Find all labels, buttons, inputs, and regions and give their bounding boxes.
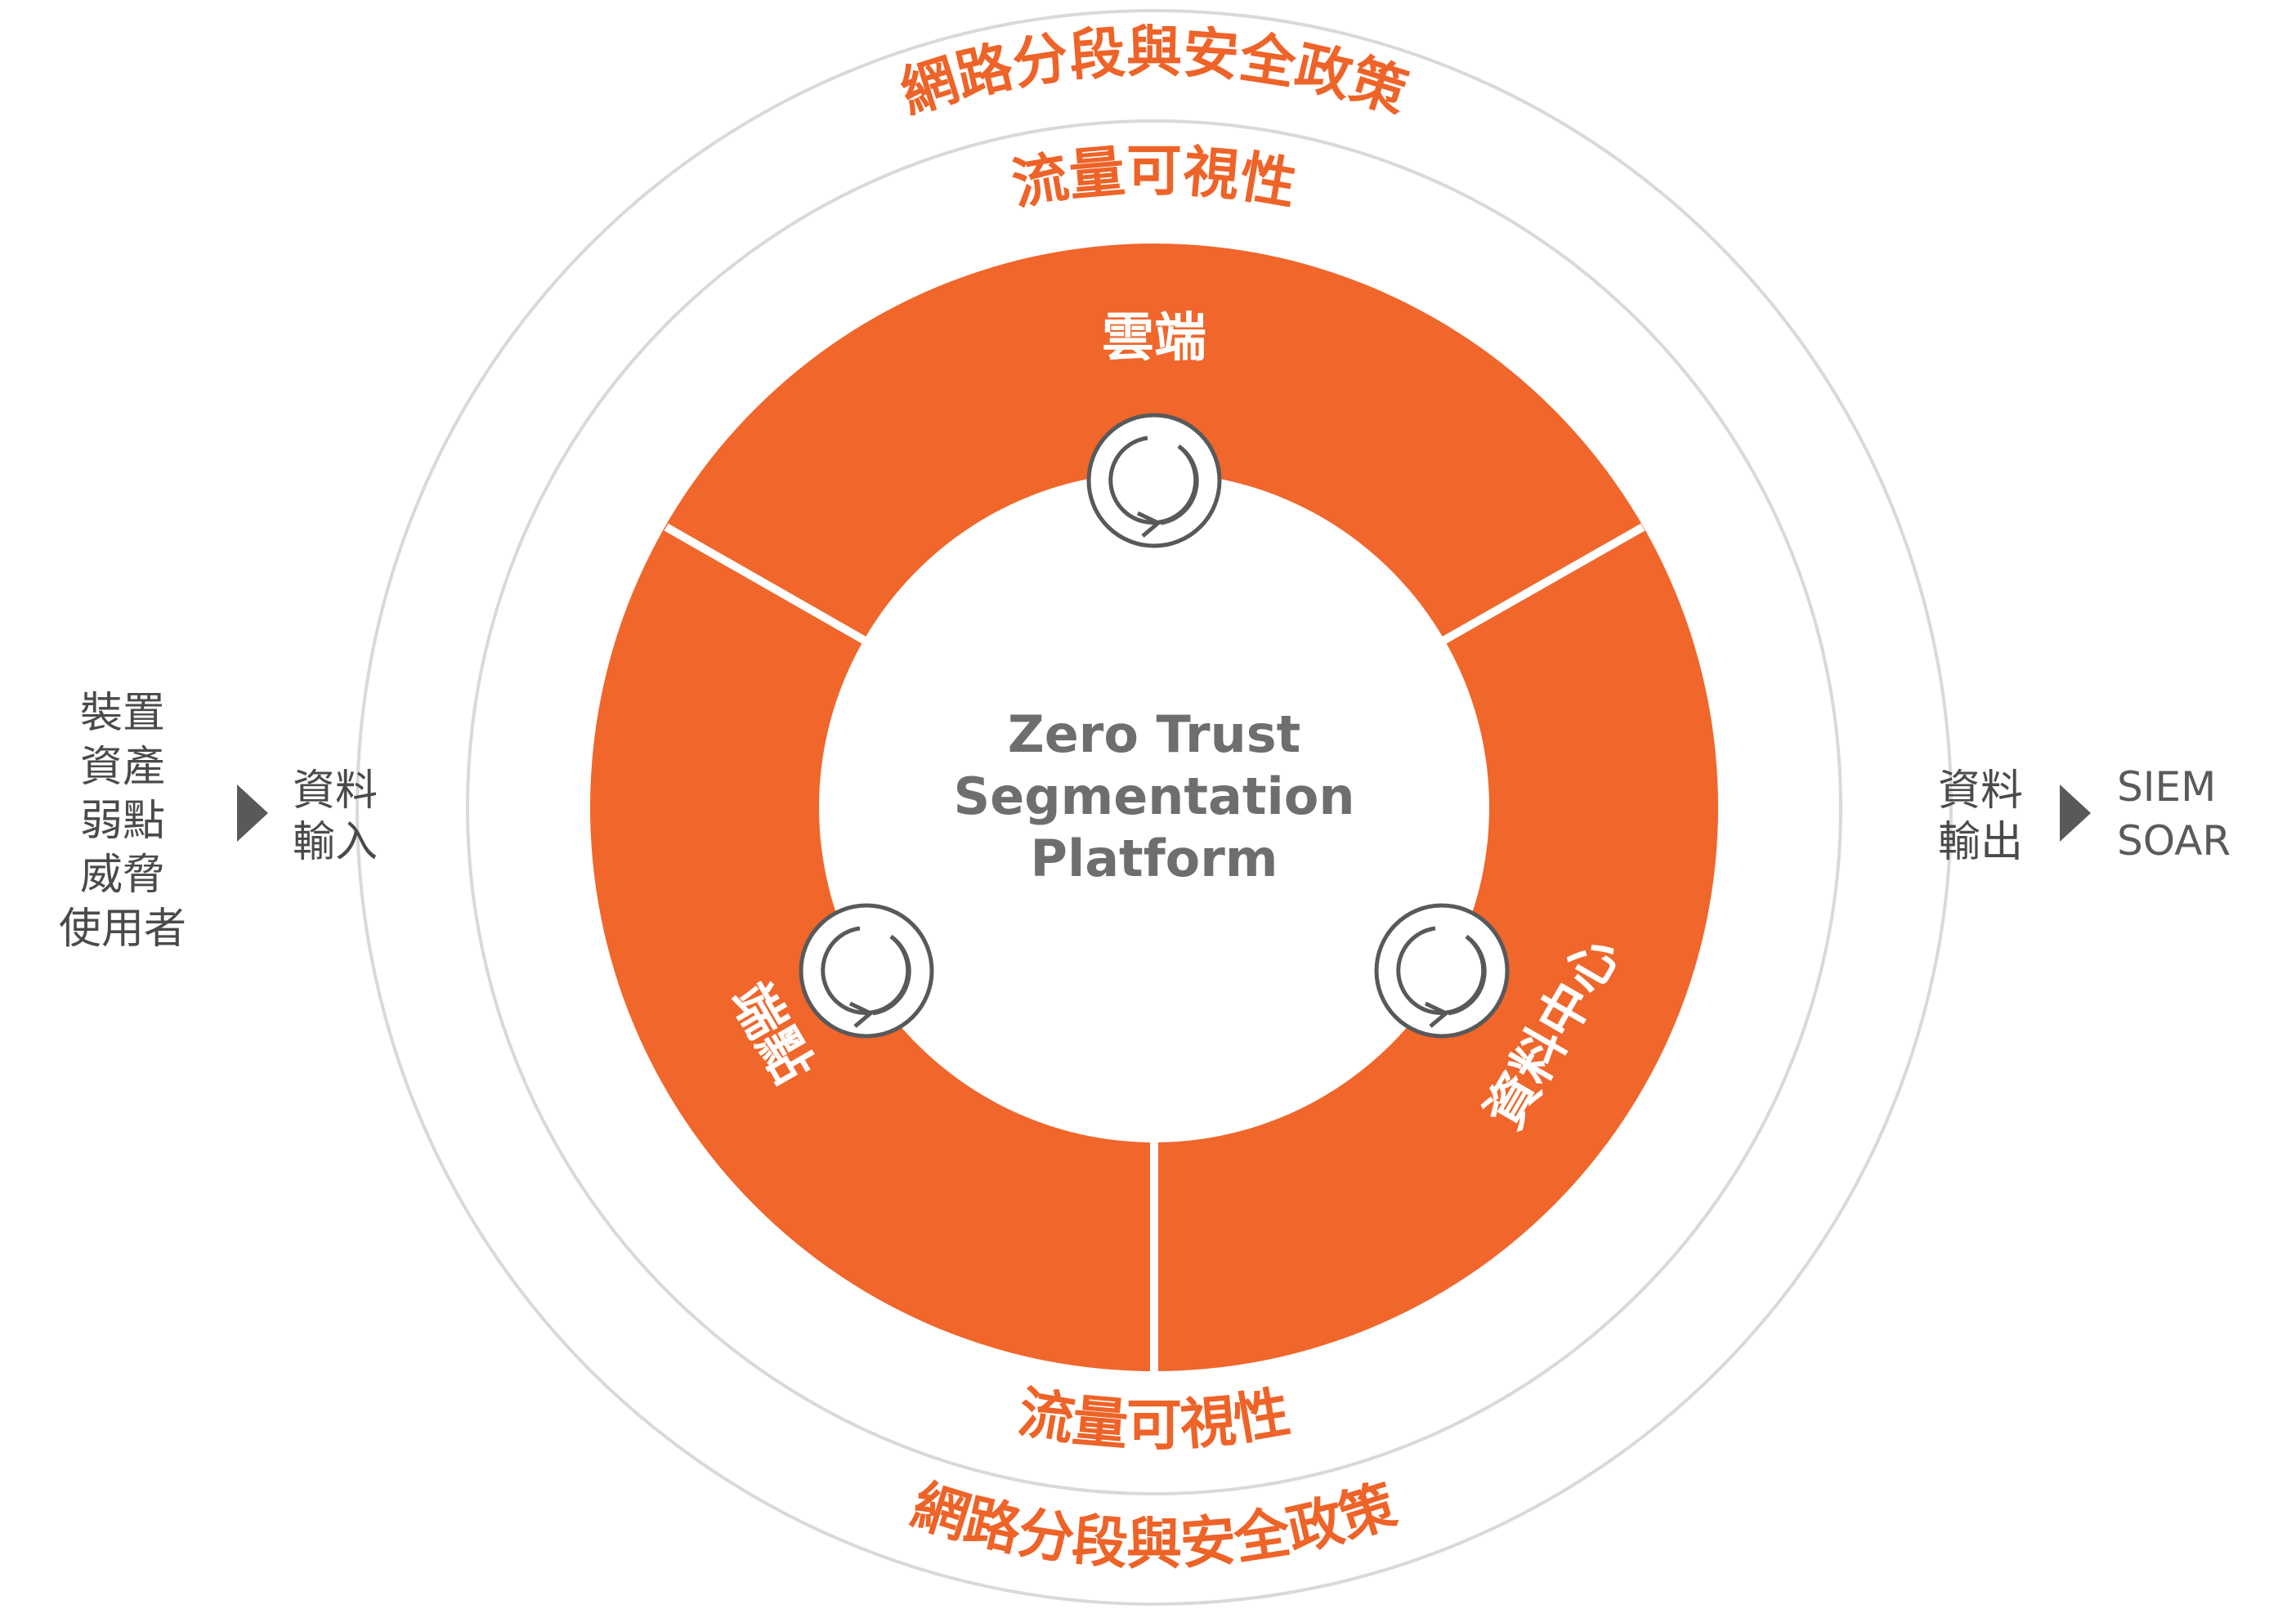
triangle-right-icon	[2060, 784, 2091, 842]
outer-ring	[356, 9, 1953, 1606]
outer-ring-top-label: 網路分段與安全政策	[893, 20, 1415, 126]
refresh-cycle-icon	[1374, 903, 1510, 1039]
donut-hole	[819, 472, 1489, 1142]
center-title-line3: Platform	[1031, 829, 1278, 888]
center-title-line1: Zero Trust	[1008, 704, 1301, 764]
output-target-item: SOAR	[2117, 817, 2231, 865]
segment-divider-left	[664, 523, 869, 646]
middle-ring-bottom-label: 流量可視性	[1014, 1380, 1295, 1458]
data-input-label-line2: 輸入	[293, 818, 378, 867]
input-sources: 裝置 資產 弱點 威脅 使用者	[59, 689, 186, 954]
middle-ring-top-label: 流量可視性	[1008, 140, 1301, 218]
segment-divider-right	[1439, 523, 1645, 646]
data-output-label-line2: 輸出	[1938, 818, 2023, 867]
data-input-label-line1: 資料	[293, 767, 378, 816]
input-source-item: 弱點	[80, 797, 165, 846]
input-source-item: 威脅	[80, 851, 165, 900]
input-source-item: 使用者	[59, 905, 186, 954]
segment-label-cloud: 雲端	[1102, 308, 1206, 369]
outer-ring-bottom-label: 網路分段與安全政策	[905, 1473, 1404, 1577]
middle-ring	[466, 119, 1842, 1495]
data-output-label-line1: 資料	[1938, 767, 2023, 816]
refresh-cycle-icon	[799, 903, 934, 1039]
input-source-item: 資產	[80, 743, 165, 792]
input-source-item: 裝置	[80, 689, 165, 738]
refresh-cycle-icon	[1086, 413, 1222, 548]
output-target-item: SIEM	[2117, 763, 2216, 811]
triangle-right-icon	[237, 784, 268, 842]
center-title-line2: Segmentation	[954, 767, 1355, 826]
